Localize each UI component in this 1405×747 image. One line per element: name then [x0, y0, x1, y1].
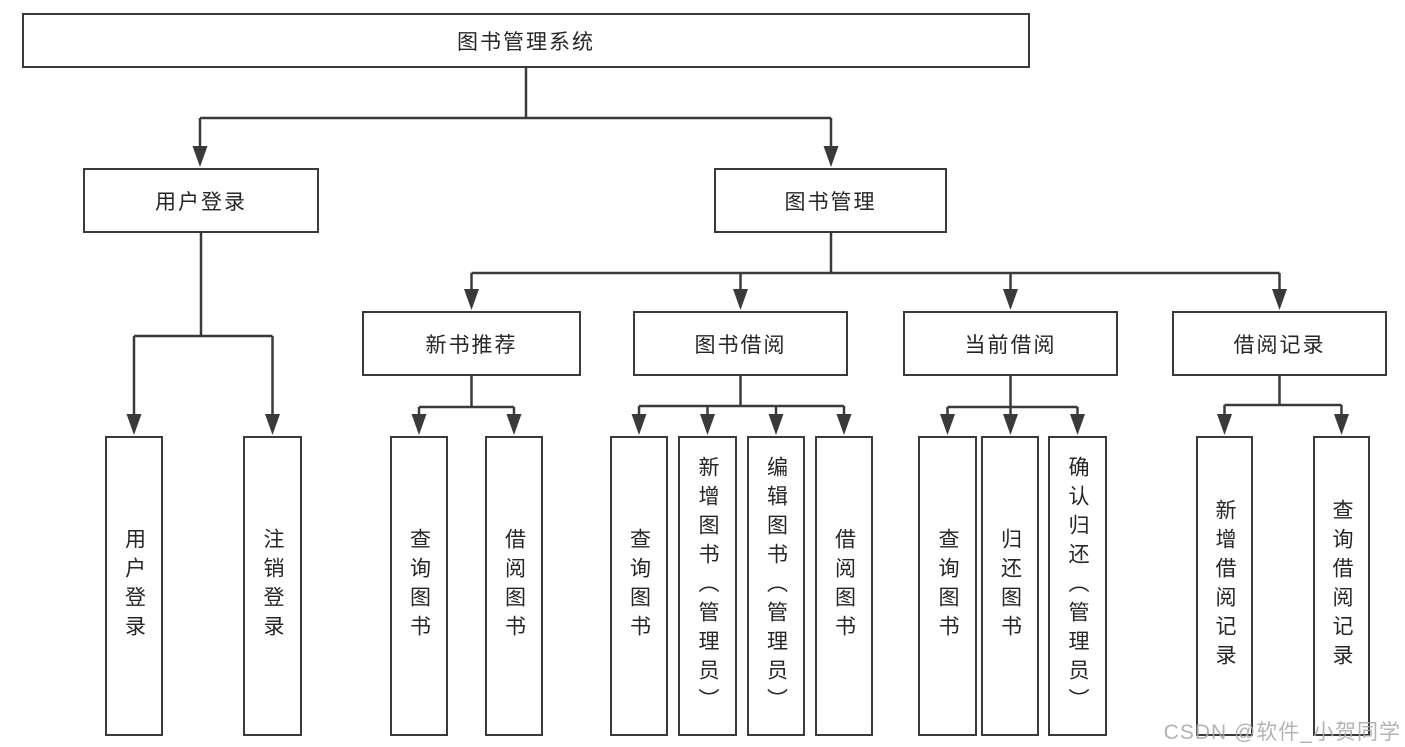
node-label: 新书推荐: [425, 333, 518, 357]
node-new-book-recommend: 新书推荐: [362, 311, 581, 376]
node-label: 归还图书: [998, 528, 1022, 644]
node-label: 确认归还（管理员）: [1066, 455, 1089, 717]
node-label: 查询图书: [627, 528, 651, 644]
connector-records-to-leaves: [1217, 376, 1349, 435]
connector-newbooks-to-leaves: [411, 376, 522, 435]
leaf-edit-books-admin: 编辑图书（管理员）: [747, 436, 805, 736]
node-label: 查询图书: [936, 528, 959, 644]
leaf-return-books: 归还图书: [981, 436, 1039, 736]
node-label: 图书管理系统: [457, 30, 595, 54]
connector-bookmgmt-to-level3: [464, 233, 1287, 310]
connector-root-to-level2: [192, 68, 839, 167]
leaf-user-login: 用户登录: [105, 436, 163, 736]
node-label: 图书管理: [784, 190, 877, 214]
connector-current-to-leaves: [940, 376, 1085, 435]
node-label: 借阅记录: [1233, 333, 1326, 357]
node-library-management-system: 图书管理系统: [22, 13, 1030, 68]
node-label: 编辑图书（管理员）: [764, 455, 788, 717]
node-book-management: 图书管理: [714, 168, 947, 233]
leaf-add-books-admin: 新增图书（管理员）: [678, 436, 737, 736]
node-borrowing-records: 借阅记录: [1172, 311, 1387, 376]
leaf-add-borrow-record: 新增借阅记录: [1196, 436, 1253, 736]
leaf-confirm-return-admin: 确认归还（管理员）: [1048, 436, 1107, 736]
node-book-borrowing: 图书借阅: [633, 311, 848, 376]
leaf-borrow-books: 借阅图书: [815, 436, 873, 736]
node-label: 查询图书: [407, 528, 431, 644]
node-label: 用户登录: [122, 528, 146, 644]
node-label: 新增借阅记录: [1213, 499, 1236, 673]
node-label: 借阅图书: [832, 528, 856, 644]
node-label: 图书借阅: [694, 333, 787, 357]
csdn-watermark: CSDN @软件_小贺同学: [1163, 721, 1401, 744]
leaf-logout: 注销登录: [243, 436, 302, 736]
node-current-borrowing: 当前借阅: [903, 311, 1118, 376]
node-label: 当前借阅: [964, 333, 1057, 357]
leaf-query-books-current: 查询图书: [918, 436, 977, 736]
leaf-query-borrow-record: 查询借阅记录: [1313, 436, 1370, 736]
node-label: 新增图书（管理员）: [696, 455, 719, 717]
node-user-login: 用户登录: [83, 168, 319, 233]
connector-borrow-to-leaves: [631, 376, 852, 435]
leaf-borrow-books-recommend: 借阅图书: [485, 436, 543, 736]
leaf-query-books-recommend: 查询图书: [390, 436, 448, 736]
node-label: 查询借阅记录: [1330, 499, 1353, 673]
node-label: 用户登录: [155, 190, 247, 214]
node-label: 借阅图书: [502, 528, 526, 644]
connector-userlogin-to-leaves: [126, 233, 280, 435]
node-label: 注销登录: [261, 528, 284, 644]
leaf-query-books-borrow: 查询图书: [610, 436, 668, 736]
